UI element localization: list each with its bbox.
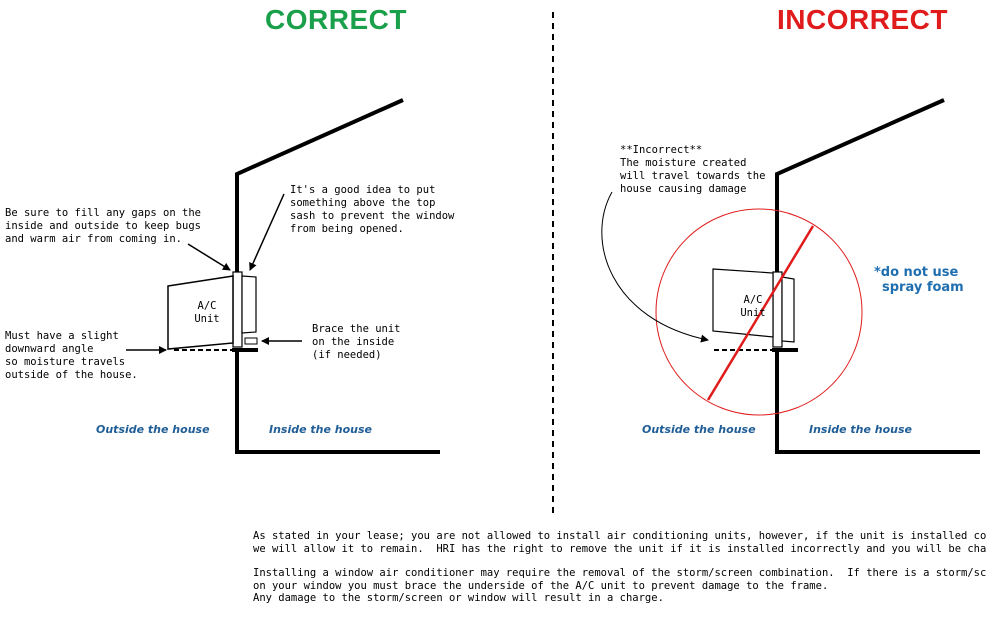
incorrect-outside-label: Outside the house	[642, 423, 756, 436]
lease-policy-paragraph: As stated in your lease; you are not all…	[253, 530, 987, 555]
correct-house-wall-upper	[235, 98, 404, 272]
incorrect-ac-unit-label-line2: Unit	[740, 307, 766, 319]
correct-ac-unit-label-line2: Unit	[194, 313, 220, 325]
incorrect-ac-unit-label-line1: A/C	[743, 294, 763, 306]
top-sash-note: It's a good idea to put something above …	[290, 184, 455, 235]
spray-foam-warning: *do not use spray foam	[874, 265, 964, 295]
correct-heading: CORRECT	[265, 4, 407, 35]
incorrect-heading: INCORRECT	[777, 4, 948, 35]
correct-inside-label: Inside the house	[269, 423, 373, 436]
incorrect-ac-unit-inside	[781, 276, 795, 343]
brace-note: Brace the unit on the inside (if needed)	[312, 323, 401, 361]
correct-ac-unit-label: A/C Unit	[182, 300, 232, 326]
correct-ac-unit-label-line1: A/C	[197, 300, 217, 312]
incorrect-ac-unit	[712, 268, 774, 338]
correct-house-wall-lower	[235, 350, 440, 454]
correct-ac-unit-inside	[241, 275, 257, 334]
moisture-note: **Incorrect** The moisture created will …	[620, 144, 766, 195]
angle-note: Must have a slight downward angle so moi…	[5, 330, 138, 381]
gap-note: Be sure to fill any gaps on the inside a…	[5, 207, 201, 245]
incorrect-house-wall-upper	[775, 98, 945, 272]
top-sash-arrow	[249, 193, 285, 271]
correct-outside-label: Outside the house	[96, 423, 210, 436]
correct-ac-unit	[167, 275, 234, 350]
incorrect-ac-unit-label: A/C Unit	[728, 294, 778, 320]
incorrect-house-wall-lower	[775, 350, 980, 454]
prohibition-slash	[706, 225, 815, 401]
correct-brace	[244, 337, 258, 345]
spray-foam-warning-line2: spray foam	[882, 280, 964, 295]
gap-note-arrow	[187, 243, 231, 271]
storm-screen-paragraph: Installing a window air conditioner may …	[253, 567, 987, 604]
incorrect-inside-label: Inside the house	[809, 423, 913, 436]
moisture-arrow	[601, 191, 709, 343]
spray-foam-warning-line1: *do not use	[874, 265, 959, 280]
correct-window-frame	[232, 271, 243, 348]
prohibition-circle	[655, 208, 863, 416]
